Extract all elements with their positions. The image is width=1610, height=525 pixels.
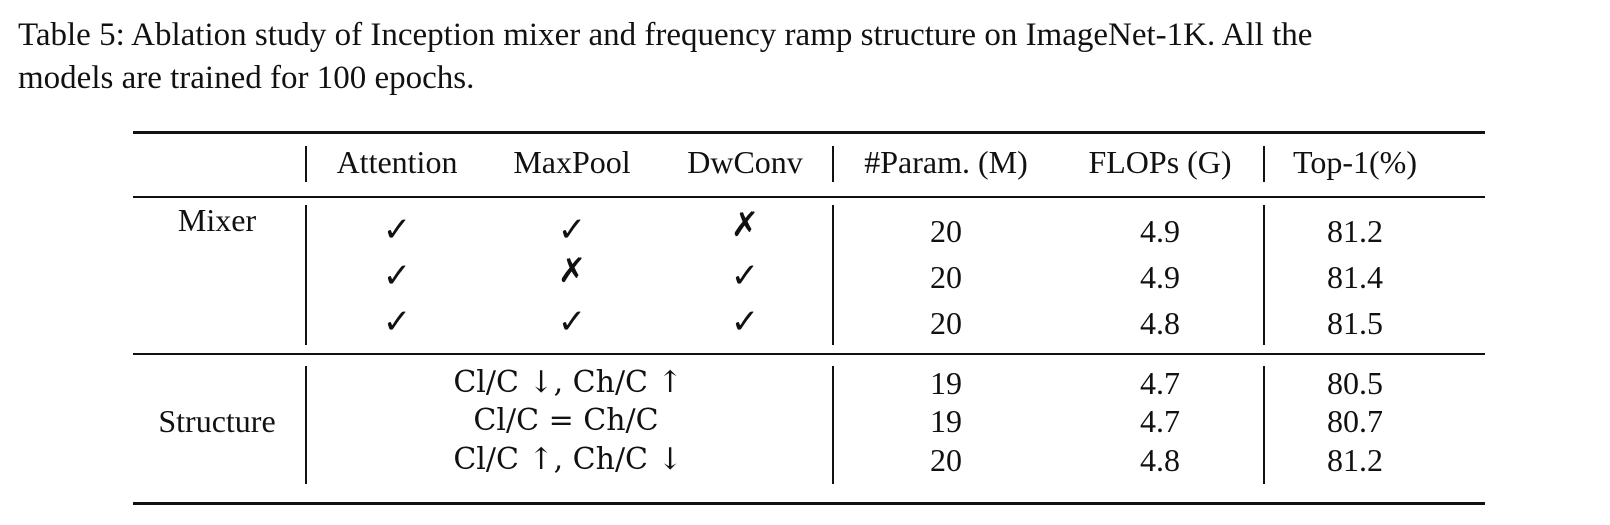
header-attention: Attention bbox=[336, 144, 458, 180]
mixer-row-3-top1: 81.5 bbox=[1327, 305, 1383, 341]
check-mark-icon: ✓ bbox=[557, 302, 587, 342]
structure-row-1-top1: 80.5 bbox=[1327, 365, 1383, 401]
mixer-row-1-params: 20 bbox=[930, 213, 962, 249]
mixer-row-3-flops: 4.8 bbox=[1140, 305, 1180, 341]
header-flops: FLOPs (G) bbox=[1088, 144, 1232, 180]
structure-row-3-flops: 4.8 bbox=[1140, 442, 1180, 478]
cross-mark-icon: ✗ bbox=[557, 251, 587, 291]
check-mark-icon: ✓ bbox=[382, 302, 412, 342]
table-caption: Table 5: Ablation study of Inception mix… bbox=[18, 14, 1603, 100]
structure-row-3-top1: 81.2 bbox=[1327, 442, 1383, 478]
header-params: #Param. (M) bbox=[864, 144, 1028, 180]
check-mark-icon: ✓ bbox=[382, 210, 412, 250]
structure-divider bbox=[832, 366, 834, 484]
group-separator-rule bbox=[133, 353, 1485, 355]
group-label-mixer: Mixer bbox=[177, 202, 257, 238]
caption-line-1: Table 5: Ablation study of Inception mix… bbox=[18, 17, 1313, 53]
structure-row-2-config: Cl/C = Ch/C bbox=[473, 403, 659, 438]
structure-divider bbox=[305, 366, 307, 484]
structure-row-1-config: Cl/C ↓, Ch/C ↑ bbox=[453, 365, 683, 400]
structure-row-3-config: Cl/C ↑, Ch/C ↓ bbox=[453, 442, 683, 477]
mixer-row-1-flops: 4.9 bbox=[1140, 213, 1180, 249]
table-top-rule bbox=[133, 131, 1485, 134]
header-top1: Top-1(%) bbox=[1293, 144, 1417, 180]
mixer-divider bbox=[305, 205, 307, 345]
structure-row-2-flops: 4.7 bbox=[1140, 403, 1180, 439]
header-maxpool: MaxPool bbox=[513, 144, 631, 180]
table-bottom-rule bbox=[133, 502, 1485, 505]
mixer-row-1-top1: 81.2 bbox=[1327, 213, 1383, 249]
check-mark-icon: ✓ bbox=[730, 256, 760, 296]
caption-line-2: models are trained for 100 epochs. bbox=[18, 60, 475, 96]
header-dwconv: DwConv bbox=[687, 144, 803, 180]
mixer-row-3-params: 20 bbox=[930, 305, 962, 341]
structure-row-2-params: 19 bbox=[930, 403, 962, 439]
header-divider bbox=[832, 146, 834, 182]
structure-row-3-params: 20 bbox=[930, 442, 962, 478]
header-divider bbox=[1263, 146, 1265, 182]
header-rule bbox=[133, 196, 1485, 198]
header-divider bbox=[305, 146, 307, 182]
mixer-row-2-top1: 81.4 bbox=[1327, 259, 1383, 295]
structure-row-2-top1: 80.7 bbox=[1327, 403, 1383, 439]
mixer-row-2-flops: 4.9 bbox=[1140, 259, 1180, 295]
check-mark-icon: ✓ bbox=[382, 256, 412, 296]
mixer-divider bbox=[1263, 205, 1265, 345]
mixer-divider bbox=[832, 205, 834, 345]
check-mark-icon: ✓ bbox=[557, 210, 587, 250]
structure-row-1-params: 19 bbox=[930, 365, 962, 401]
structure-row-1-flops: 4.7 bbox=[1140, 365, 1180, 401]
check-mark-icon: ✓ bbox=[730, 302, 760, 342]
mixer-row-2-params: 20 bbox=[930, 259, 962, 295]
cross-mark-icon: ✗ bbox=[730, 205, 760, 245]
group-label-structure: Structure bbox=[158, 403, 276, 439]
structure-divider bbox=[1263, 366, 1265, 484]
